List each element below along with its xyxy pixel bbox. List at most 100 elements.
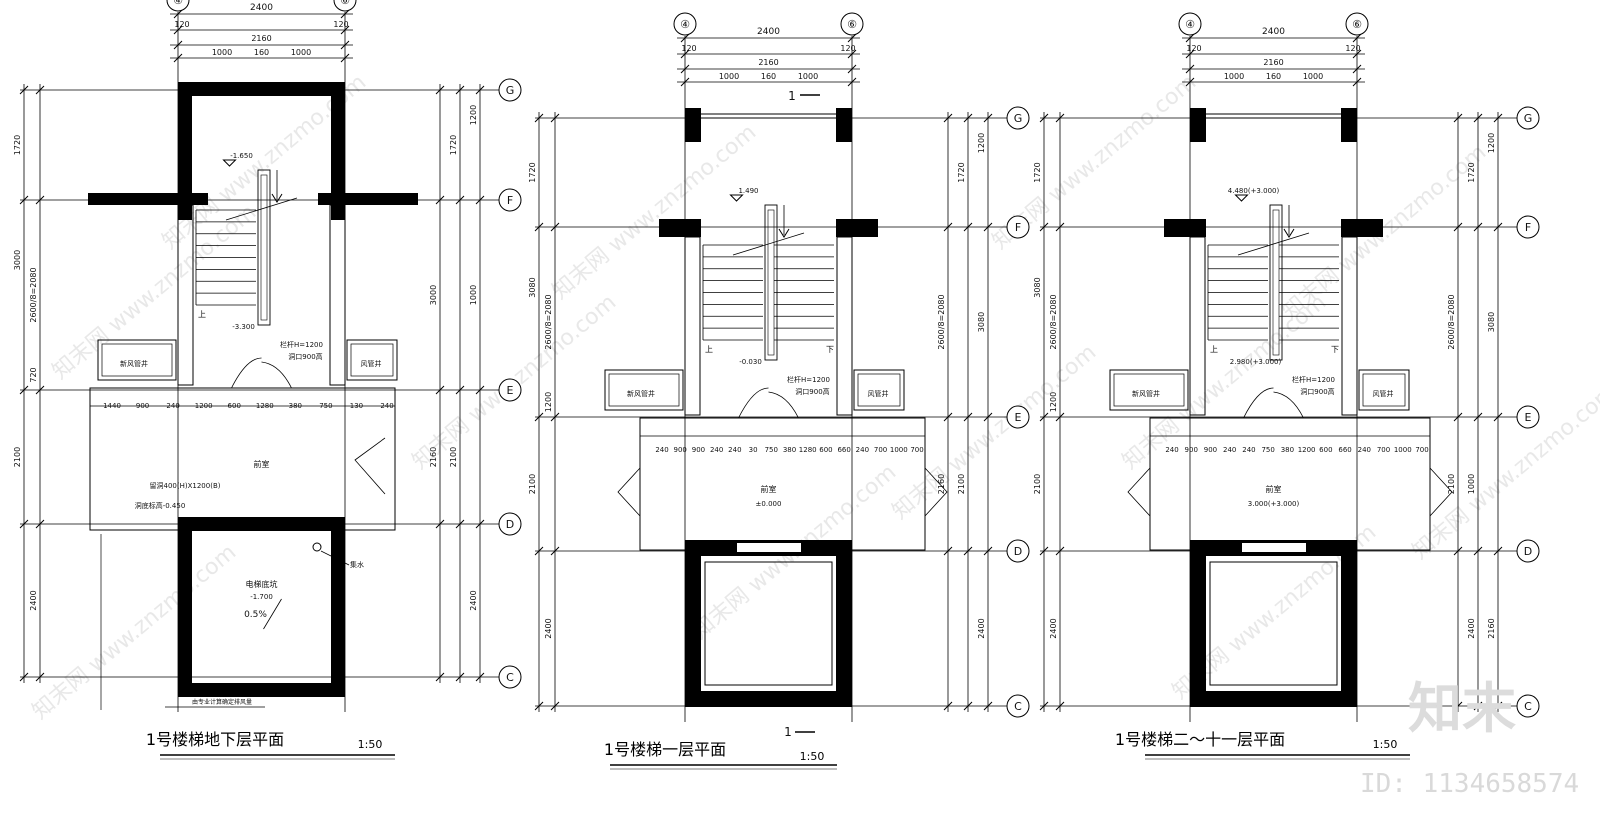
- dim-tick: [1185, 77, 1195, 87]
- dim-tick: [173, 9, 183, 19]
- dim-tick: [1473, 412, 1483, 422]
- wall-side: [684, 236, 701, 416]
- shaft-left-label: 新风管井: [627, 389, 655, 398]
- axis-bubble-right: E: [1525, 411, 1532, 424]
- dim-left: 2100: [528, 474, 537, 494]
- dim-left: 2100: [13, 447, 22, 467]
- dim-right: 1200: [977, 133, 986, 153]
- dim-tick: [534, 701, 544, 711]
- dim-tick: [1473, 222, 1483, 232]
- arrow-head-icon: [778, 228, 790, 238]
- axis-bubble-right: D: [1014, 545, 1022, 558]
- dim-tick: [173, 53, 183, 63]
- door-note-label: 洞口900高: [1300, 387, 1334, 396]
- dim-tick: [1453, 113, 1463, 123]
- dim-inner: 240: [1242, 446, 1255, 454]
- stair-up-label: 上: [198, 310, 206, 319]
- shaft-left: [604, 369, 684, 411]
- pit-label: 电梯底坑: [246, 579, 278, 589]
- dim-top-run: 1000: [798, 72, 818, 81]
- dim-tick: [943, 222, 953, 232]
- stair-handrail-inner: [1272, 209, 1280, 356]
- shaft-left: [97, 339, 177, 381]
- shaft-left: [1109, 369, 1189, 411]
- dim-top-clear: 2160: [758, 58, 778, 67]
- dim-right: 1200: [469, 105, 478, 125]
- stair-up-label: 上: [1210, 345, 1218, 354]
- dim-tick: [1352, 49, 1362, 59]
- axis-bubble-right-circle: [498, 378, 522, 402]
- dim-top-wall: 120: [1345, 44, 1360, 53]
- dim-inner: 700: [1377, 446, 1390, 454]
- axis-bubble-right-circle: [498, 512, 522, 536]
- dim-inner: 380: [289, 402, 302, 410]
- dim-tick: [1185, 33, 1195, 43]
- dim-inner: 1200: [1298, 446, 1316, 454]
- dim-left: 1720: [13, 135, 22, 155]
- stair-handrail: [764, 204, 778, 361]
- dim-tick: [943, 412, 953, 422]
- dim-right: 1720: [1467, 162, 1476, 182]
- dim-tick: [1055, 412, 1065, 422]
- wall-left-upper: [178, 82, 192, 220]
- dim-inner: 240: [380, 402, 393, 410]
- dim-tick: [963, 546, 973, 556]
- dim-right: 2160: [429, 447, 438, 467]
- pit-wall-left: [685, 540, 701, 707]
- dim-top-well: 160: [1266, 72, 1281, 81]
- shaft-left-inner: [101, 343, 173, 377]
- plan-scale: 1:50: [1373, 738, 1398, 751]
- dim-tick: [1055, 701, 1065, 711]
- dim-tick: [1473, 701, 1483, 711]
- stair-handrail-inner: [260, 174, 268, 321]
- dim-top-well: 160: [254, 48, 269, 57]
- dim-inner: 240: [710, 446, 723, 454]
- dim-inner: 1000: [890, 446, 908, 454]
- dim-tick: [435, 672, 445, 682]
- dim-tick: [983, 412, 993, 422]
- dim-top-run: 1000: [212, 48, 232, 57]
- dim-top-overall: 2400: [757, 27, 780, 37]
- dim-tick: [35, 195, 45, 205]
- dim-tick: [475, 195, 485, 205]
- elevator-car: [704, 561, 833, 686]
- dim-tick: [534, 412, 544, 422]
- id-watermark: ID: 1134658574: [1360, 769, 1579, 799]
- dim-inner: 600: [819, 446, 832, 454]
- dim-tick: [435, 85, 445, 95]
- dim-top-run: 1000: [1303, 72, 1323, 81]
- dim-tick: [35, 385, 45, 395]
- dim-top-overall: 2400: [1262, 27, 1285, 37]
- wall-side: [329, 204, 346, 386]
- axis-bubble-right: D: [506, 518, 514, 531]
- dim-tick: [1039, 546, 1049, 556]
- dim-inner: 240: [166, 402, 179, 410]
- dim-inner: 1200: [195, 402, 213, 410]
- wall-arm-right: [318, 193, 418, 205]
- stair-down-label: 下: [1331, 345, 1339, 354]
- wall-side: [177, 204, 194, 386]
- column-nw: [685, 108, 701, 142]
- front-room-outline: [1149, 417, 1431, 551]
- stair-up-label: 上: [705, 345, 713, 354]
- dim-inner: 900: [674, 446, 687, 454]
- axis-bubble-right: F: [1525, 221, 1531, 234]
- axis-bubble-top: ④: [680, 18, 690, 31]
- dim-tick: [963, 701, 973, 711]
- dim-tick: [1352, 77, 1362, 87]
- axis-bubble-top: ④: [173, 0, 183, 7]
- axis-bubble-right: C: [506, 671, 514, 684]
- front-room-label: 前室: [761, 484, 777, 494]
- wall-side: [1189, 236, 1206, 416]
- dim-tick: [1185, 49, 1195, 59]
- plan-scale: 1:50: [800, 750, 825, 763]
- axis-bubble-right-circle: [1516, 215, 1540, 239]
- pit-wall-right: [836, 540, 852, 707]
- dim-inner: 1440: [103, 402, 121, 410]
- dim-top-well: 160: [761, 72, 776, 81]
- dim-tick: [35, 672, 45, 682]
- pit-wall-bottom: [178, 683, 345, 697]
- dim-left: 1200: [544, 392, 553, 412]
- break-line: [732, 232, 805, 256]
- dim-tick: [455, 195, 465, 205]
